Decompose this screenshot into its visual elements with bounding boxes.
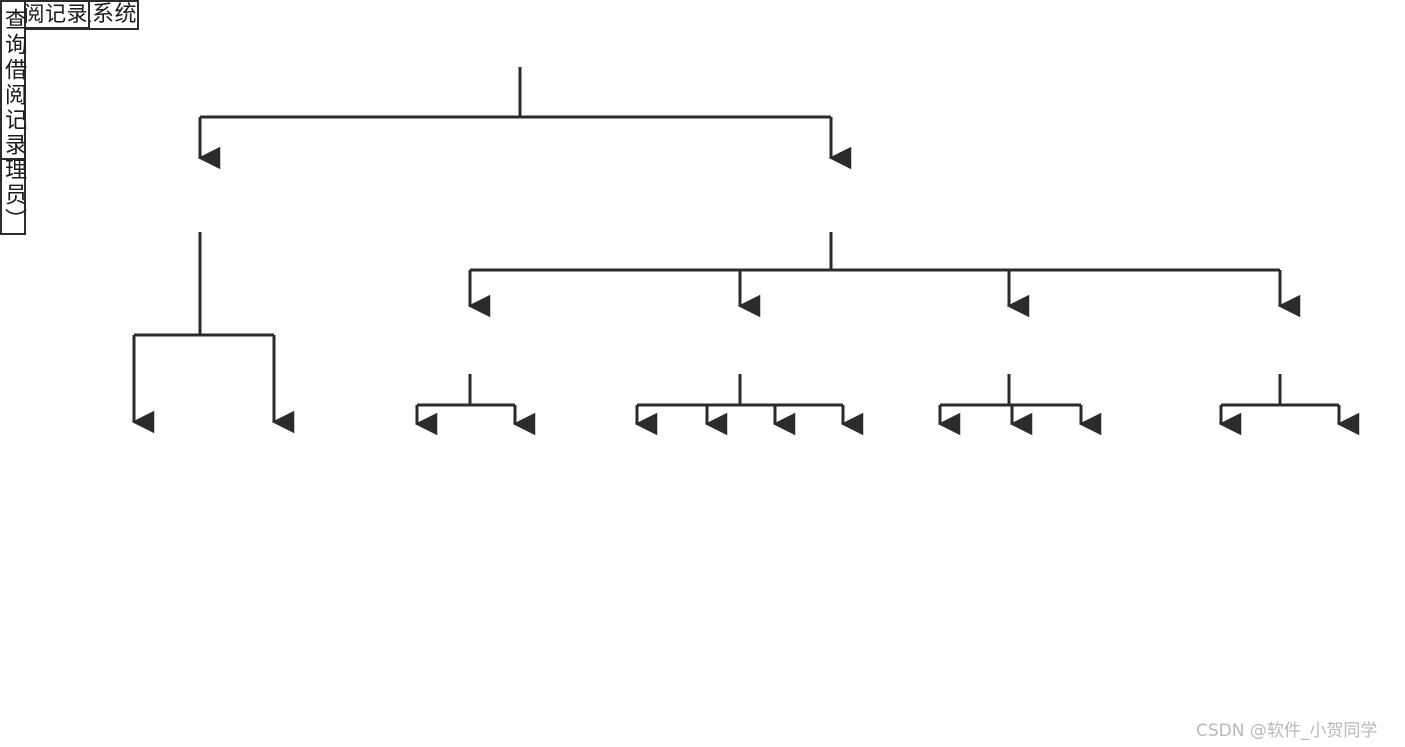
leaf-node[interactable]: 查询借阅记录 — [0, 0, 26, 160]
csdn-watermark: CSDN @软件_小贺同学 — [1196, 721, 1378, 741]
leaf-node-label: 查询借阅记录 — [1, 8, 26, 158]
